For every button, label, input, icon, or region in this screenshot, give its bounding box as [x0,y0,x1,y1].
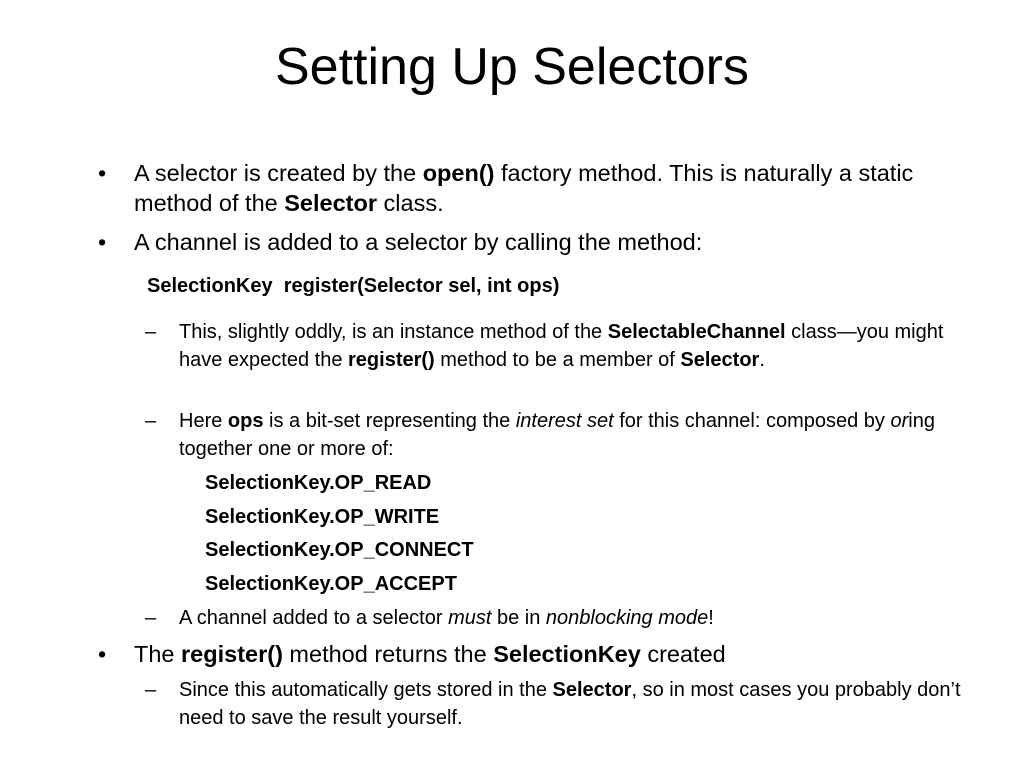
text-segment: class [785,321,837,343]
code-selectionkey: SelectionKey [493,641,641,667]
bullet-register-returns: • The register() method returns the Sele… [98,639,934,669]
bullet-marker: • [98,229,107,255]
dash-marker: – [145,607,157,629]
dash-marker: – [145,321,157,343]
text-segment: A channel is added to a selector by call… [134,229,703,255]
register-signature: SelectionKey register(Selector sel, int … [147,275,560,297]
text-segment: method returns the [282,641,494,667]
text-segment: for this channel: composed by [613,410,891,432]
code-selectablechannel: SelectableChannel [607,321,786,343]
text-segment: . [759,349,765,371]
text-segment: ing together one or more of: [179,410,935,460]
text-segment: A selector is created by the [134,160,423,186]
text-segment: created [640,641,726,667]
bullet-marker: • [98,641,107,667]
code-register: register() [181,641,283,667]
emphasis-nonblocking-mode: nonblocking mode [545,607,709,629]
bullet-channel-added: • A channel is added to a selector by ca… [98,227,934,257]
text-segment: is a bit-set representing the [263,410,516,432]
code-selector: Selector [680,349,760,371]
text-segment: Here [179,410,228,432]
subbullet-stored-automatically: – Since this automatically gets stored i… [145,676,969,732]
text-segment: The [134,641,182,667]
op-constant: SelectionKey.OP_WRITE [205,506,440,528]
code-register: register() [348,349,435,371]
dash-marker: – [145,679,157,701]
text-segment: Since this automatically gets stored in … [179,679,553,701]
code-selector: Selector [284,190,377,216]
dash-marker: – [145,410,157,432]
text-segment: class. [377,190,444,216]
bullet-marker: • [98,160,107,186]
emphasis-or: or [890,410,909,432]
emphasis-must: must [448,607,492,629]
text-segment: ! [708,607,714,629]
code-ops: ops [227,410,264,432]
text-segment: you might have expected the [179,321,944,371]
text-segment: A channel added to a selector [179,607,449,629]
subbullet-ops-bitset: – Here ops is a bit-set representing the… [145,407,969,463]
slide-title: Setting Up Selectors [274,38,750,96]
text-segment: method to be a member of [434,349,681,371]
code-selector: Selector [552,679,632,701]
emdash: — [836,321,857,343]
op-constant: SelectionKey.OP_READ [205,472,432,494]
op-constant: SelectionKey.OP_CONNECT [205,539,474,561]
emphasis-interest-set: interest set [515,410,614,432]
subbullet-nonblocking: – A channel added to a selector must be … [145,604,969,632]
text-segment: factory method. This is naturally a stat… [134,160,914,216]
text-segment: be in [491,607,546,629]
subbullet-instance-method: – This, slightly oddly, is an instance m… [145,318,969,374]
bullet-selector-creation: • A selector is created by the open() fa… [98,158,934,218]
op-constant: SelectionKey.OP_ACCEPT [205,573,457,595]
text-segment: , so in most cases you probably don’t ne… [179,679,961,729]
text-segment: This, slightly oddly, is an instance met… [179,321,608,343]
code-open: open() [422,160,495,186]
